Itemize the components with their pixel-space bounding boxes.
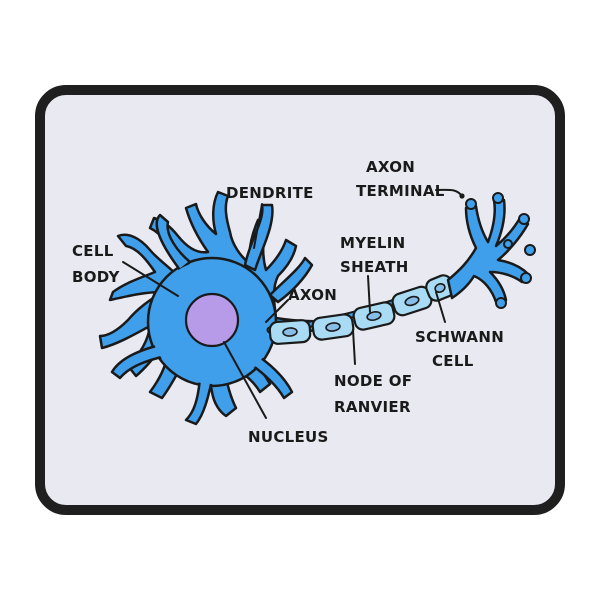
nucleus (184, 292, 240, 348)
axon-terminal (446, 192, 536, 309)
label-schwann-cell-line1: SCHWANN (415, 328, 504, 346)
label-cell-body-line2: BODY (72, 268, 120, 286)
leader-dendrite (253, 203, 263, 249)
label-cell-body-line1: CELL (72, 242, 114, 260)
label-axon-terminal-line1: AXON (366, 158, 415, 176)
leader-nucleus (223, 341, 267, 419)
leader-axon (265, 299, 289, 323)
label-schwann-cell-line2: CELL (432, 352, 474, 370)
label-dendrite: DENDRITE (226, 184, 314, 202)
mat-background (35, 85, 565, 515)
leader-axon-terminal-dot (459, 193, 465, 199)
label-axon: AXON (288, 286, 337, 304)
label-myelin-sheath-line2: SHEATH (340, 258, 409, 276)
myelin-sheath (268, 274, 455, 345)
cell-body-shape (98, 190, 352, 426)
label-axon-terminal-line2: TERMINAL (356, 182, 445, 200)
leader-myelin-sheath (367, 275, 371, 313)
label-node-of-ranvier-line1: NODE OF (334, 372, 412, 390)
leader-node-of-ranvier (352, 329, 356, 365)
leader-schwann-cell (435, 291, 446, 323)
label-node-of-ranvier-line2: RANVIER (334, 398, 411, 416)
leader-cell-body (122, 261, 179, 297)
label-myelin-sheath-line1: MYELIN (340, 234, 406, 252)
label-nucleus: NUCLEUS (248, 428, 329, 446)
